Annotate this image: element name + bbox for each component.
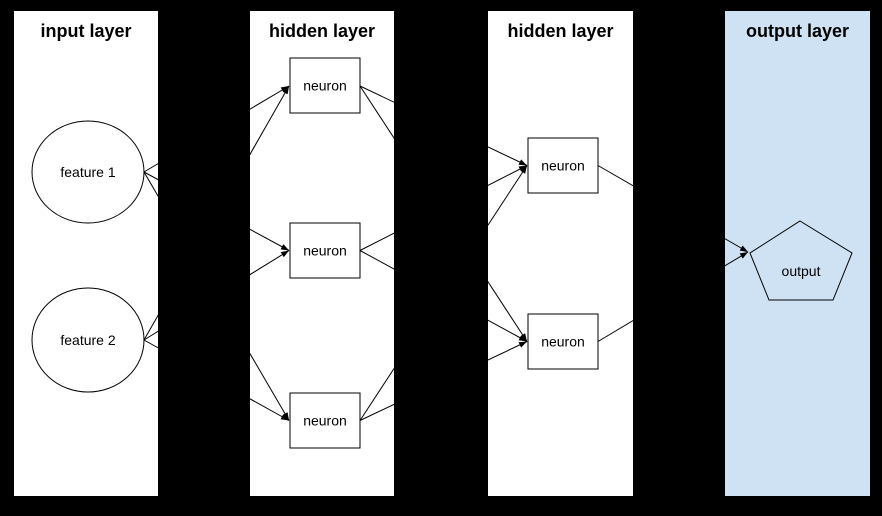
hidden-layer-2-title: hidden layer [507, 21, 613, 41]
hidden2-neuron1-label: neuron [541, 158, 585, 174]
feature2-label: feature 2 [60, 332, 115, 348]
hidden1-neuron2-node [289, 222, 361, 279]
hidden1-neuron3-label: neuron [303, 413, 347, 429]
hidden1-neuron1-label: neuron [303, 78, 347, 94]
hidden1-neuron3-node [289, 392, 361, 449]
feature1-node [31, 120, 145, 224]
output-layer-panel [725, 11, 870, 496]
gap-cover-1 [158, 0, 250, 516]
output-layer-title: output layer [746, 21, 849, 41]
hidden1-neuron2-label: neuron [303, 243, 347, 259]
hidden-layer-1-title: hidden layer [269, 21, 375, 41]
hidden2-neuron2-node [527, 313, 599, 370]
hidden2-neuron1-node [527, 137, 599, 194]
input-layer-title: input layer [40, 21, 131, 41]
output-label: output [782, 263, 821, 279]
hidden2-neuron2-label: neuron [541, 334, 585, 350]
gap-cover-2 [394, 0, 488, 516]
input-layer-panel [14, 11, 158, 496]
hidden1-neuron1-node [289, 57, 361, 114]
gap-cover-3 [633, 0, 725, 516]
output-node [749, 220, 853, 301]
hidden-layer-2-panel [488, 11, 633, 496]
feature1-label: feature 1 [60, 164, 115, 180]
feature2-node [31, 287, 145, 393]
